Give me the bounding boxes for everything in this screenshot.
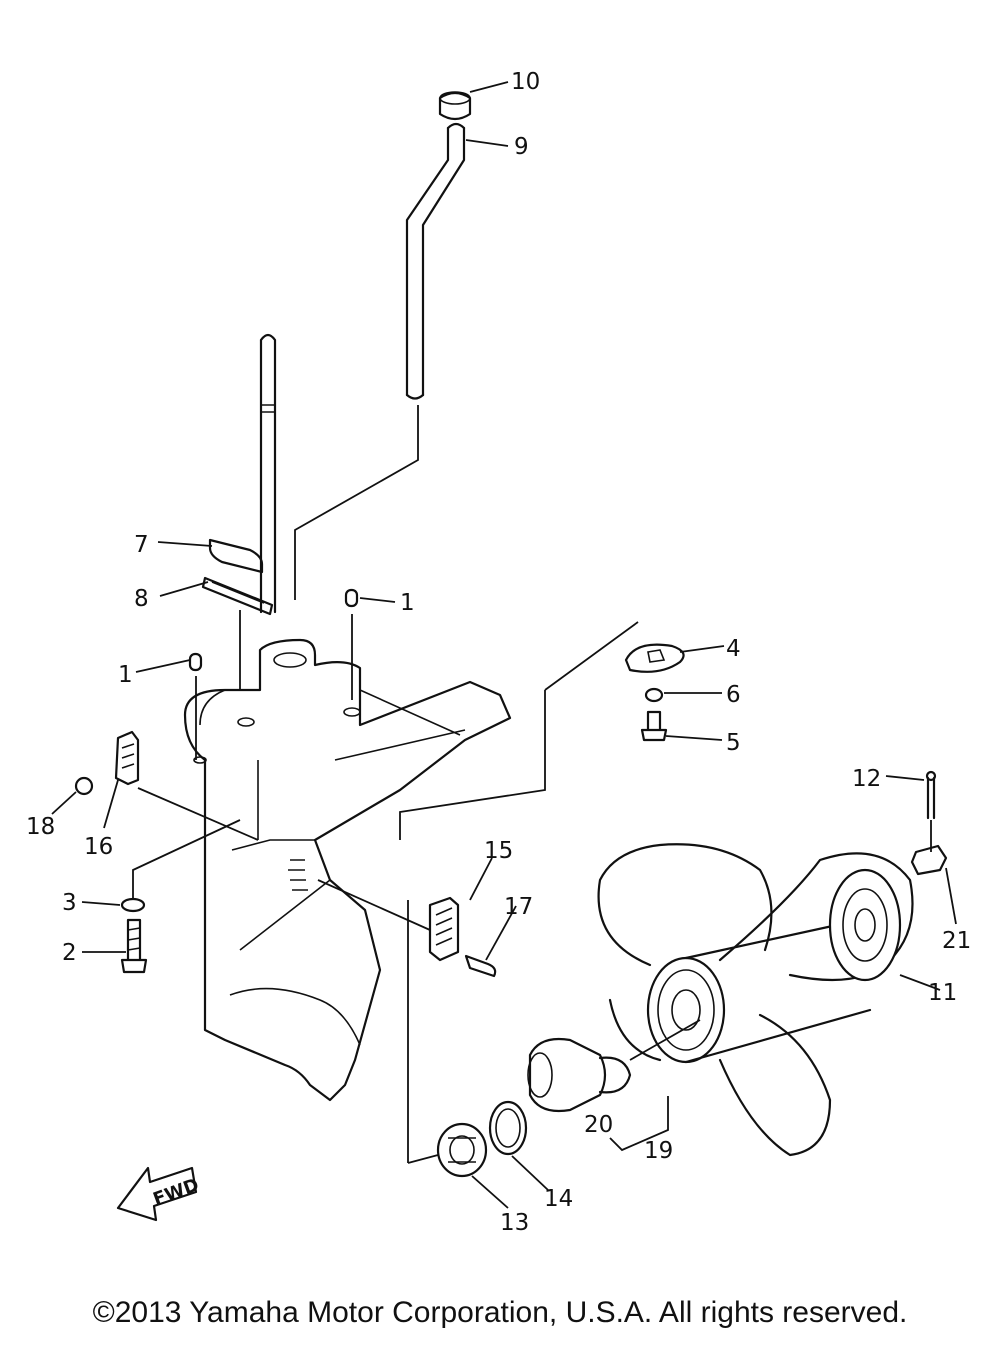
nut-18 — [74, 776, 94, 796]
dowel-pin-lower — [188, 652, 203, 672]
callout-18: 18 — [26, 814, 55, 840]
callout-3: 3 — [62, 890, 77, 916]
callout-8: 8 — [134, 586, 149, 612]
copyright-notice: ©2013 Yamaha Motor Corporation, U.S.A. A… — [92, 1296, 908, 1329]
callout-9: 9 — [514, 134, 529, 160]
lower-case-housing — [183, 638, 512, 1102]
anode-bracket-16 — [114, 730, 140, 786]
callout-16: 16 — [84, 834, 113, 860]
callout-15: 15 — [484, 838, 513, 864]
callout-11: 11 — [928, 980, 957, 1006]
callout-6: 6 — [726, 682, 741, 708]
callout-1-lower: 1 — [118, 662, 133, 688]
bolt-17 — [464, 954, 497, 978]
callout-10: 10 — [511, 69, 540, 95]
thrust-washer-13 — [436, 1122, 488, 1178]
washer-6 — [644, 687, 664, 703]
washer-3 — [120, 897, 146, 913]
trim-tab-15 — [428, 896, 460, 962]
callout-13: 13 — [500, 1210, 529, 1236]
cotter-pin-12 — [925, 770, 937, 820]
callout-1-upper: 1 — [400, 590, 415, 616]
propeller — [597, 843, 914, 1157]
trim-tab-4 — [624, 643, 685, 673]
callout-17: 17 — [504, 894, 533, 920]
callout-12: 12 — [852, 766, 881, 792]
bolt-2 — [120, 918, 148, 974]
callout-14: 14 — [544, 1186, 573, 1212]
callout-5: 5 — [726, 730, 741, 756]
spacer-20 — [527, 1037, 632, 1113]
fwd-arrow: FWD — [116, 1166, 202, 1222]
shift-rod-grommet — [438, 91, 472, 121]
callout-21: 21 — [942, 928, 971, 954]
dowel-pin-upper — [344, 588, 359, 608]
callout-19: 19 — [644, 1138, 673, 1164]
washer-14 — [488, 1100, 528, 1156]
shift-rod — [405, 122, 466, 400]
callout-2: 2 — [62, 940, 77, 966]
callout-4: 4 — [726, 636, 741, 662]
nut-21 — [910, 844, 948, 876]
bolt-5 — [640, 710, 668, 742]
callout-labels: 10 9 7 8 1 1 4 6 5 12 18 16 15 17 3 2 21… — [26, 69, 971, 1236]
callout-leaders — [51, 81, 957, 1209]
callout-20: 20 — [584, 1112, 613, 1138]
parts-diagram: FWD 10 9 7 8 1 1 4 6 5 12 18 16 — [26, 69, 971, 1236]
plate-7 — [208, 538, 264, 574]
callout-7: 7 — [134, 532, 149, 558]
